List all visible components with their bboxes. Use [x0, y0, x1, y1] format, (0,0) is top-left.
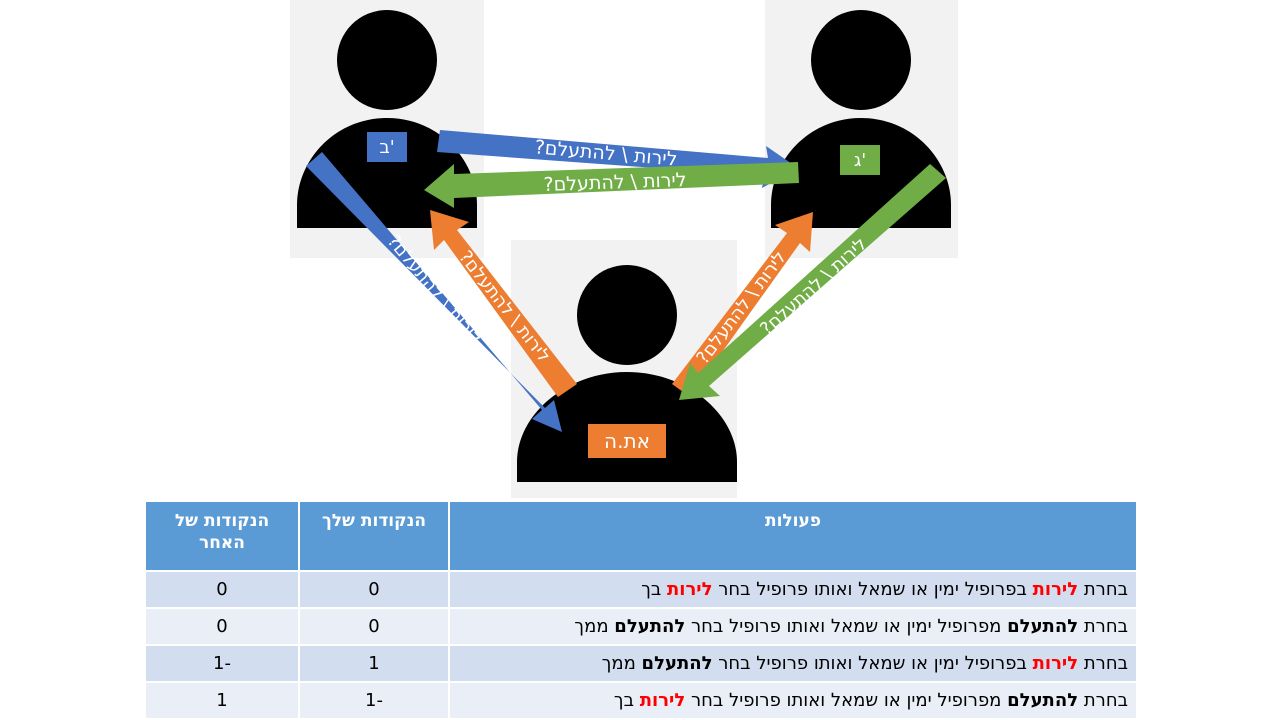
- their-choice: לירות: [639, 690, 686, 711]
- your-choice: להתעלם: [1007, 616, 1079, 637]
- their-choice: להתעלם: [614, 616, 686, 637]
- table-row: בחרת לירות בפרופיל ימין או שמאל ואותו פר…: [144, 570, 1138, 609]
- payoff-table: פעולות הנקודות שלך הנקודות של האחר בחרת …: [144, 500, 1138, 720]
- action-tail: בך: [613, 690, 634, 711]
- action-middle: מפרופיל ימין או שמאל ואותו פרופיל בחר: [690, 690, 1002, 711]
- their-choice: לירות: [667, 579, 713, 600]
- table-header-row: פעולות הנקודות שלך הנקודות של האחר: [144, 500, 1138, 572]
- arrow-b-to-g: [437, 130, 798, 188]
- other-points-cell: 0: [144, 570, 300, 609]
- action-middle: מפרופיל ימין או שמאל ואותו פרופיל בחר: [690, 616, 1002, 637]
- arrow-me-to-g: [672, 212, 813, 397]
- their-choice: להתעלם: [641, 653, 713, 674]
- header-your-points: הנקודות שלך: [298, 500, 450, 572]
- your-choice: לירות: [1032, 579, 1079, 600]
- person-me-label: את.ה: [588, 424, 666, 458]
- action-cell: בחרת לירות בפרופיל ימין או שמאל ואותו פר…: [448, 644, 1138, 683]
- table-row: בחרת להתעלם מפרופיל ימין או שמאל ואותו פ…: [144, 681, 1138, 720]
- label-b-to-g: לירות \ להתעלם?: [534, 136, 678, 170]
- other-points-cell: -1: [144, 644, 300, 683]
- action-tail: ממך: [601, 653, 636, 674]
- your-points-cell: 1: [298, 644, 450, 683]
- other-points-cell: 0: [144, 607, 300, 646]
- your-choice: להתעלם: [1007, 690, 1079, 711]
- action-cell: בחרת להתעלם מפרופיל ימין או שמאל ואותו פ…: [448, 681, 1138, 720]
- action-middle: בפרופיל ימין או שמאל ואותו פרופיל בחר: [718, 579, 1027, 600]
- your-points-cell: 0: [298, 607, 450, 646]
- arrow-b-to-me: [306, 152, 562, 432]
- action-tail: בך: [641, 579, 662, 600]
- arrow-g-to-b: [424, 162, 799, 208]
- your-points-cell: -1: [298, 681, 450, 720]
- table-row: בחרת להתעלם מפרופיל ימין או שמאל ואותו פ…: [144, 607, 1138, 646]
- person-g-label: ג': [840, 145, 880, 175]
- person-b-label: ב': [367, 132, 407, 162]
- arrow-g-to-me: [679, 164, 946, 400]
- your-points-cell: 0: [298, 570, 450, 609]
- arrow-me-to-b: [430, 210, 577, 397]
- action-middle: בפרופיל ימין או שמאל ואותו פרופיל בחר: [718, 653, 1027, 674]
- header-actions: פעולות: [448, 500, 1138, 572]
- action-cell: בחרת להתעלם מפרופיל ימין או שמאל ואותו פ…: [448, 607, 1138, 646]
- action-tail: ממך: [574, 616, 609, 637]
- table-row: בחרת לירות בפרופיל ימין או שמאל ואותו פר…: [144, 644, 1138, 683]
- action-cell: בחרת לירות בפרופיל ימין או שמאל ואותו פר…: [448, 570, 1138, 609]
- other-points-cell: 1: [144, 681, 300, 720]
- label-g-to-b: לירות \ להתעלם?: [543, 169, 687, 196]
- your-choice: לירות: [1032, 653, 1079, 674]
- header-other-points: הנקודות של האחר: [144, 500, 300, 572]
